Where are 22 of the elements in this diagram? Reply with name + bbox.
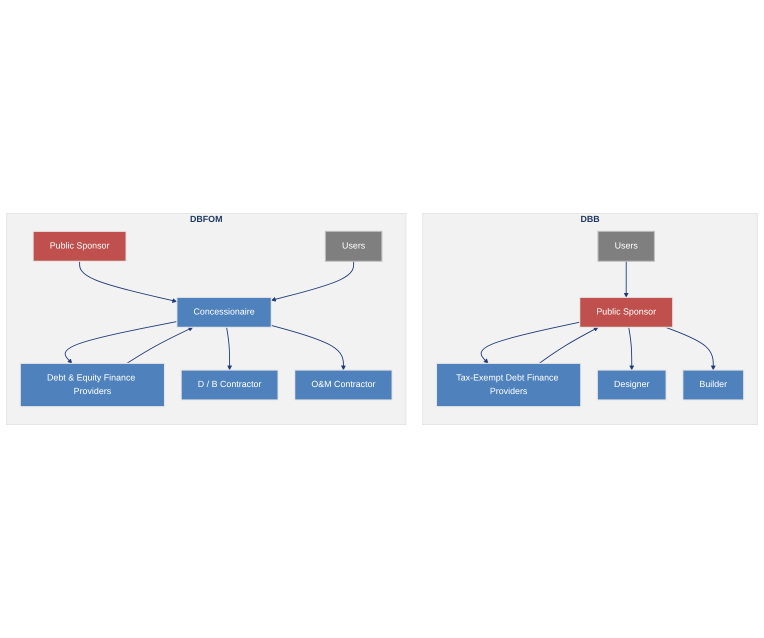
node-box: Public Sponsor [32,230,127,262]
arrow [79,260,178,303]
arrow [665,326,716,370]
node-box: Tax-Exempt Debt Finance Providers [436,362,582,408]
arrow [538,327,598,364]
arrow [270,324,346,370]
arrow [126,327,194,364]
node-box: Builder [682,369,744,401]
arrow [480,322,580,364]
arrow [271,260,354,302]
arrow [624,260,629,298]
node-box: Users [324,230,382,262]
node-box: Concessionaire [176,296,272,328]
node-box: Debt & Equity Finance Providers [20,362,166,408]
node-box: O&M Contractor [294,369,393,401]
arrow [226,326,232,370]
node-box: Designer [596,369,667,401]
arrow [64,321,178,364]
arrow [628,326,634,370]
node-box: Users [597,230,655,262]
node-box: D / B Contractor [180,369,279,401]
node-box: Public Sponsor [579,296,674,328]
